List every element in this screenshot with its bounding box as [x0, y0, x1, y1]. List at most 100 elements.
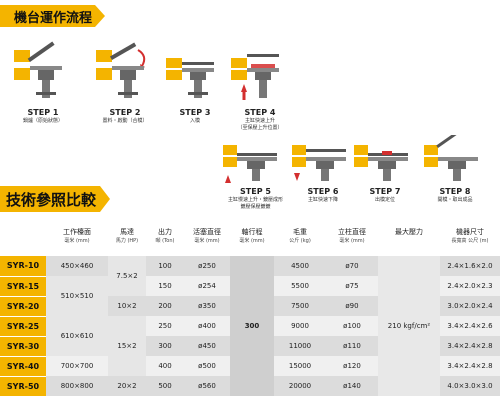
- header-stroke: 軸行程毫米 (mm): [239, 228, 265, 244]
- header-hp: 馬達馬力 (HP): [115, 228, 139, 244]
- step-2-label: STEP 2: [109, 108, 141, 117]
- dims-cell: 3.4×2.4×2.8: [440, 336, 500, 356]
- ton-cell: 200: [146, 296, 184, 316]
- piston-cell: ø560: [184, 376, 230, 396]
- header-column: 立柱直徑毫米 (mm): [338, 228, 366, 244]
- pressure-cell: 210 kgf/cm²: [378, 256, 440, 396]
- dims-cell: 3.4×2.4×2.6: [440, 316, 500, 336]
- step-4: STEP 4 主缸快速上升 （至保壓上升位置）: [225, 40, 295, 131]
- step-7-desc: 出模定位: [374, 197, 395, 203]
- table-size-cell: 510×510: [46, 276, 108, 316]
- step-1-diagram-icon: [14, 41, 62, 98]
- hp-cell: 20×2: [108, 376, 146, 396]
- step-7-label: STEP 7: [369, 187, 401, 196]
- column-cell: ø90: [326, 296, 378, 316]
- weight-cell: 4500: [274, 256, 326, 276]
- column-cell: ø110: [326, 336, 378, 356]
- piston-cell: ø400: [184, 316, 230, 336]
- table-row: SYR-25 610×610 15×2 250 ø400 9000 ø100 3…: [0, 316, 500, 376]
- step-8: STEP 8 開模・取出成品: [420, 135, 490, 203]
- weight-cell: 11000: [274, 336, 326, 356]
- ton-cell: 400: [146, 356, 184, 376]
- banner-arrow: [100, 186, 110, 212]
- model-cell: SYR-25: [0, 316, 46, 337]
- table-size-cell: 700×700: [46, 356, 108, 376]
- step-2-desc: 置料・啟動（合模）: [102, 118, 148, 124]
- hp-cell: 10×2: [108, 296, 146, 316]
- step-8-label: STEP 8: [439, 187, 471, 196]
- ton-cell: 300: [146, 336, 184, 356]
- step-2-diagram-icon: [96, 42, 146, 98]
- dims-cell: 2.4×2.0×2.3: [440, 276, 500, 296]
- step-7-diagram-icon: [354, 145, 408, 181]
- header-piston: 活塞直徑毫米 (mm): [193, 228, 221, 244]
- table-header-row: 工作檯面毫米 (mm) 馬達馬力 (HP) 出力噸 (Ton) 活塞直徑毫米 (…: [0, 226, 500, 256]
- ton-cell: 150: [146, 276, 184, 296]
- model-cell: SYR-15: [0, 276, 46, 297]
- weight-cell: 7500: [274, 296, 326, 316]
- step-3-label: STEP 3: [179, 108, 211, 117]
- table-size-cell: 800×800: [46, 376, 108, 396]
- spec-table: 工作檯面毫米 (mm) 馬達馬力 (HP) 出力噸 (Ton) 活塞直徑毫米 (…: [0, 226, 500, 397]
- header-table-size: 工作檯面毫米 (mm): [63, 228, 91, 244]
- step-4-label: STEP 4: [244, 108, 276, 117]
- step-3-desc: 入模: [189, 118, 200, 124]
- step-2: STEP 2 置料・啟動（合模）: [90, 40, 160, 124]
- piston-cell: ø254: [184, 276, 230, 296]
- flow-section-title: 機台運作流程: [0, 5, 95, 27]
- table-size-cell: 610×610: [46, 316, 108, 356]
- column-cell: ø70: [326, 256, 378, 276]
- header-pressure: 最大壓力: [395, 228, 423, 236]
- column-cell: ø140: [326, 376, 378, 396]
- step-6-label: STEP 6: [307, 187, 339, 196]
- header-weight: 毛重公斤 (kg): [289, 228, 311, 244]
- ton-cell: 500: [146, 376, 184, 396]
- table-row: SYR-15 510×510 150 ø254 5500 ø75 2.4×2.0…: [0, 276, 500, 316]
- step-5: STEP 5 主缸慢速上升・鍍壓成形 鍍壓保壓鍍鍍: [218, 135, 293, 210]
- step-3: STEP 3 入模: [160, 40, 230, 124]
- step-1-label: STEP 1: [27, 108, 59, 117]
- step-5-desc-2: 鍍壓保壓鍍鍍: [240, 204, 271, 210]
- header-dims: 機器尺寸長寬高 公尺 (m): [451, 228, 489, 244]
- model-cell: SYR-30: [0, 336, 46, 357]
- step-1: STEP 1 鍋爐（原始狀態）: [8, 40, 78, 124]
- header-ton: 出力噸 (Ton): [155, 228, 175, 244]
- weight-cell: 5500: [274, 276, 326, 296]
- step-4-diagram-icon: [231, 54, 279, 100]
- model-cell: SYR-40: [0, 356, 46, 377]
- dims-cell: 3.0×2.0×2.4: [440, 296, 500, 316]
- table-row: SYR-30 300 ø450 11000 ø110 3.4×2.4×2.8: [0, 336, 500, 357]
- table-row: SYR-50 800×800 20×2 500 ø560 20000 ø140 …: [0, 376, 500, 397]
- step-5-label: STEP 5: [240, 187, 271, 196]
- flow-section-banner: 機台運作流程: [0, 5, 105, 27]
- step-1-desc: 鍋爐（原始狀態）: [22, 118, 63, 124]
- step-7: STEP 7 出模定位: [350, 135, 420, 203]
- column-cell: ø120: [326, 356, 378, 376]
- table-row: SYR-20 10×2 200 ø350 7500 ø90 3.0×2.0×2.…: [0, 296, 500, 317]
- dims-cell: 4.0×3.0×3.0: [440, 376, 500, 396]
- step-4-desc: 主缸快速上升: [244, 118, 275, 124]
- dims-cell: 2.4×1.6×2.0: [440, 256, 500, 276]
- ton-cell: 100: [146, 256, 184, 276]
- model-cell: SYR-10: [0, 256, 46, 277]
- column-cell: ø75: [326, 276, 378, 296]
- ton-cell: 250: [146, 316, 184, 336]
- spec-section-banner: 技術參照比較: [0, 186, 110, 212]
- table-row: SYR-40 700×700 400 ø500 15000 ø120 3.4×2…: [0, 356, 500, 377]
- weight-cell: 15000: [274, 356, 326, 376]
- stroke-cell: 300: [230, 256, 274, 396]
- spec-section-title: 技術參照比較: [0, 186, 100, 212]
- weight-cell: 9000: [274, 316, 326, 336]
- piston-cell: ø450: [184, 336, 230, 356]
- step-8-diagram-icon: [424, 135, 478, 181]
- hp-cell: 15×2: [108, 316, 146, 376]
- step-4-desc-2: （至保壓上升位置）: [237, 125, 283, 131]
- hp-cell: 7.5×2: [108, 256, 146, 296]
- model-cell: SYR-20: [0, 296, 46, 317]
- weight-cell: 20000: [274, 376, 326, 396]
- step-5-desc: 主缸慢速上升・鍍壓成形: [227, 197, 283, 203]
- step-3-diagram-icon: [166, 58, 214, 98]
- header-model: [0, 226, 46, 256]
- step-6-diagram-icon: [292, 145, 346, 181]
- model-cell: SYR-50: [0, 376, 46, 397]
